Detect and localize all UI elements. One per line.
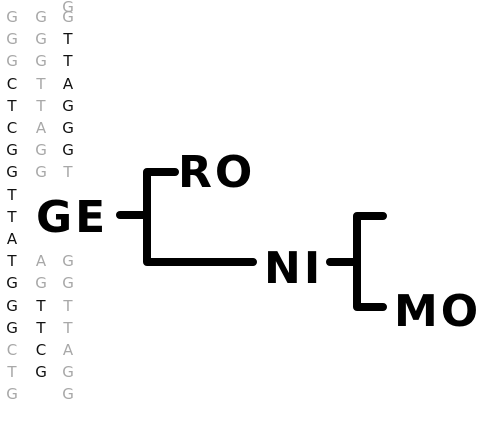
- sequence-char: G: [35, 141, 47, 160]
- sequence-char: G: [62, 274, 74, 293]
- sequence-char: G: [62, 8, 74, 26]
- sequence-char: A: [35, 119, 47, 137]
- sequence-char: T: [63, 296, 73, 315]
- sequence-char: T: [7, 252, 17, 271]
- sequence-char: G: [62, 119, 74, 137]
- sequence-char: T: [36, 74, 46, 93]
- sequence-char: G: [6, 296, 18, 315]
- sequence-char: T: [36, 96, 46, 115]
- sequence-char: C: [6, 74, 18, 93]
- sequence-char: G: [6, 318, 18, 337]
- sequence-char: G: [35, 163, 47, 182]
- sequence-char: T: [36, 296, 46, 315]
- word-mo: MO: [394, 286, 482, 337]
- sequence-char: G: [35, 363, 47, 382]
- sequence-char: T: [63, 30, 73, 49]
- sequence-char: C: [35, 341, 47, 359]
- word-ro: RO: [178, 147, 256, 198]
- word-ni: NI: [264, 243, 324, 294]
- sequence-char: G: [35, 30, 47, 49]
- word-ge: GE: [36, 192, 109, 243]
- sequence-char: A: [6, 230, 18, 248]
- sequence-char: G: [62, 96, 74, 115]
- branch-mo: [353, 212, 387, 311]
- sequence-char: C: [6, 341, 18, 359]
- sequence-char: G: [6, 141, 18, 160]
- sequence-char: G: [6, 8, 18, 26]
- sequence-char: G: [62, 252, 74, 271]
- sequence-char: G: [35, 274, 47, 293]
- sequence-char: G: [62, 363, 74, 382]
- sequence-char: G: [6, 385, 18, 404]
- sequence-char: T: [7, 96, 17, 115]
- sequence-char: C: [6, 119, 18, 137]
- sequence-char: G: [6, 274, 18, 293]
- sequence-char: T: [36, 318, 46, 337]
- sequence-char: G: [62, 141, 74, 160]
- sequence-char: T: [63, 163, 73, 182]
- sequence-char: G: [6, 30, 18, 49]
- branch-ro: [143, 168, 257, 266]
- sequence-char: G: [35, 52, 47, 71]
- sequence-char: A: [62, 74, 74, 93]
- sequence-char: T: [63, 318, 73, 337]
- sequence-char: G: [62, 385, 74, 404]
- sequence-char: T: [7, 363, 17, 382]
- sequence-char: G: [62, 0, 74, 16]
- sequence-char: G: [6, 52, 18, 71]
- sequence-char: T: [7, 185, 17, 204]
- sequence-char: T: [63, 52, 73, 71]
- sequence-char: A: [35, 252, 47, 271]
- sequence-char: T: [7, 207, 17, 226]
- sequence-char: A: [62, 341, 74, 359]
- sequence-char: G: [6, 163, 18, 182]
- sequence-char: G: [35, 8, 47, 26]
